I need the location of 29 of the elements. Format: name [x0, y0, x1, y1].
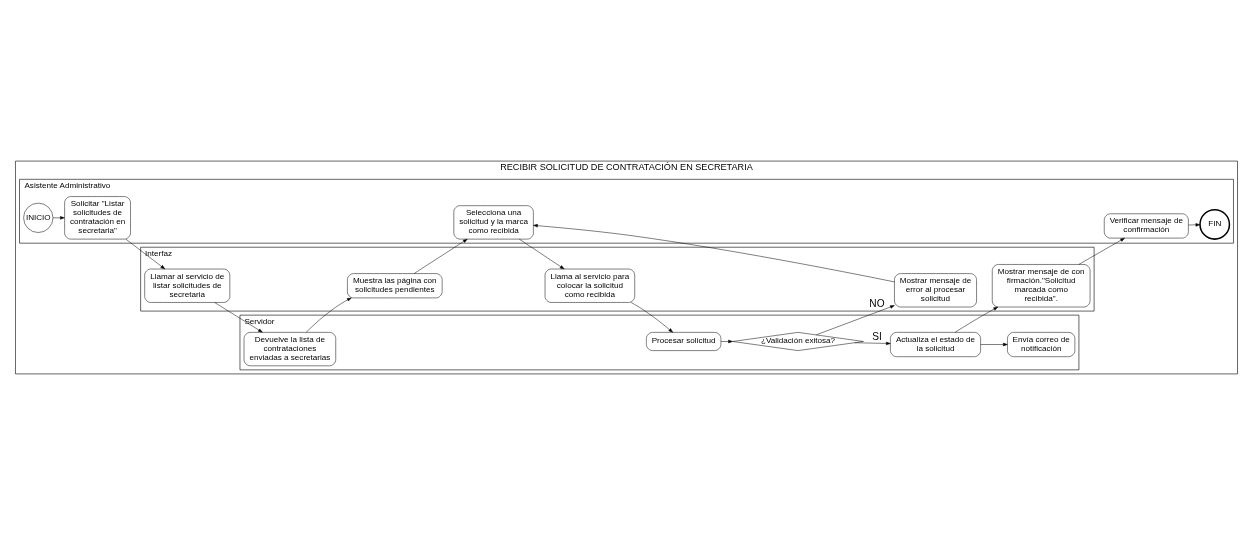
arrow	[1078, 237, 1125, 265]
arrow	[854, 341, 891, 345]
arrow	[980, 342, 1008, 346]
arrow	[720, 339, 733, 343]
arrow	[519, 238, 565, 269]
node-diamond: ¿Validación exitosa?	[732, 331, 864, 351]
node-box: Actualiza el estado de la solicitud	[890, 331, 981, 357]
arrow	[630, 301, 673, 333]
node-box: Mostrar mensaje de error al procesar solicitud	[894, 272, 977, 307]
edge-label: SI	[872, 330, 882, 342]
node-box: Procesar solicitud	[646, 331, 722, 351]
node-box: Envía correo de notificación	[1007, 331, 1076, 357]
arrow	[52, 215, 65, 219]
node-box: Devuelve la lista de contrataciones enviadas a secretarias	[243, 331, 336, 366]
arrow	[125, 238, 166, 269]
node-circle: INICIO	[23, 202, 54, 233]
node-box: Llamar al servicio de listar solicitudes de secretaria	[144, 268, 231, 303]
node-circle: FIN	[1199, 208, 1231, 240]
edge-label: NO	[869, 297, 885, 309]
arrow	[214, 301, 263, 333]
arrow	[1188, 222, 1201, 226]
node-box: Mostrar mensaje de confirmación."Solicitud marcada como recibida".	[992, 263, 1091, 307]
node-box: Muestra las página con solicitudes pendientes	[347, 272, 443, 298]
arrow	[413, 238, 468, 274]
node-box: Selecciona una solicitud y la marca como recibida	[453, 204, 534, 239]
arrow	[533, 223, 895, 282]
node-box: Solicitar "Listar solicitudes de contratación en secretaria"	[64, 195, 131, 239]
node-box: Verificar mensaje de confirmación	[1104, 213, 1189, 238]
node-box: Llama al servicio para colocar la solicitud como recibida	[544, 268, 635, 303]
